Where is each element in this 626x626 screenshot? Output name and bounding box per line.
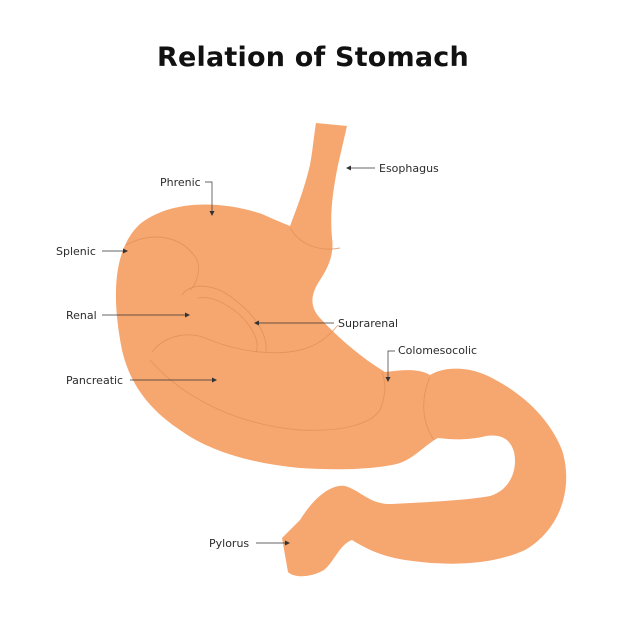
leader-pylorus bbox=[256, 540, 290, 546]
seg-pylorus-ring bbox=[423, 376, 435, 441]
leader-renal bbox=[102, 312, 190, 318]
seg-cardia bbox=[289, 227, 341, 250]
diagram-title: Relation of Stomach bbox=[157, 42, 469, 73]
leader-esophagus bbox=[346, 165, 375, 171]
leader-colomesocolic bbox=[385, 350, 395, 382]
seg-splenic bbox=[125, 236, 199, 291]
label-esophagus: Esophagus bbox=[379, 162, 439, 175]
label-splenic: Splenic bbox=[56, 245, 96, 258]
leader-phrenic bbox=[205, 181, 215, 216]
seg-renal-outer bbox=[181, 285, 267, 353]
leader-pancreatic bbox=[130, 377, 217, 383]
leader-suprarenal bbox=[254, 320, 334, 326]
label-suprarenal: Suprarenal bbox=[338, 317, 399, 330]
label-pylorus: Pylorus bbox=[209, 537, 250, 550]
label-phrenic: Phrenic bbox=[160, 176, 201, 189]
seg-pancreatic-upper bbox=[151, 324, 339, 354]
label-colomesocolic: Colomesocolic bbox=[398, 344, 478, 357]
label-pancreatic: Pancreatic bbox=[66, 374, 124, 387]
leader-splenic bbox=[102, 248, 128, 254]
stomach-shape bbox=[115, 123, 567, 577]
label-renal: Renal bbox=[66, 309, 97, 322]
seg-pancreatic-lower bbox=[149, 359, 386, 431]
seg-renal-inner bbox=[197, 297, 258, 353]
